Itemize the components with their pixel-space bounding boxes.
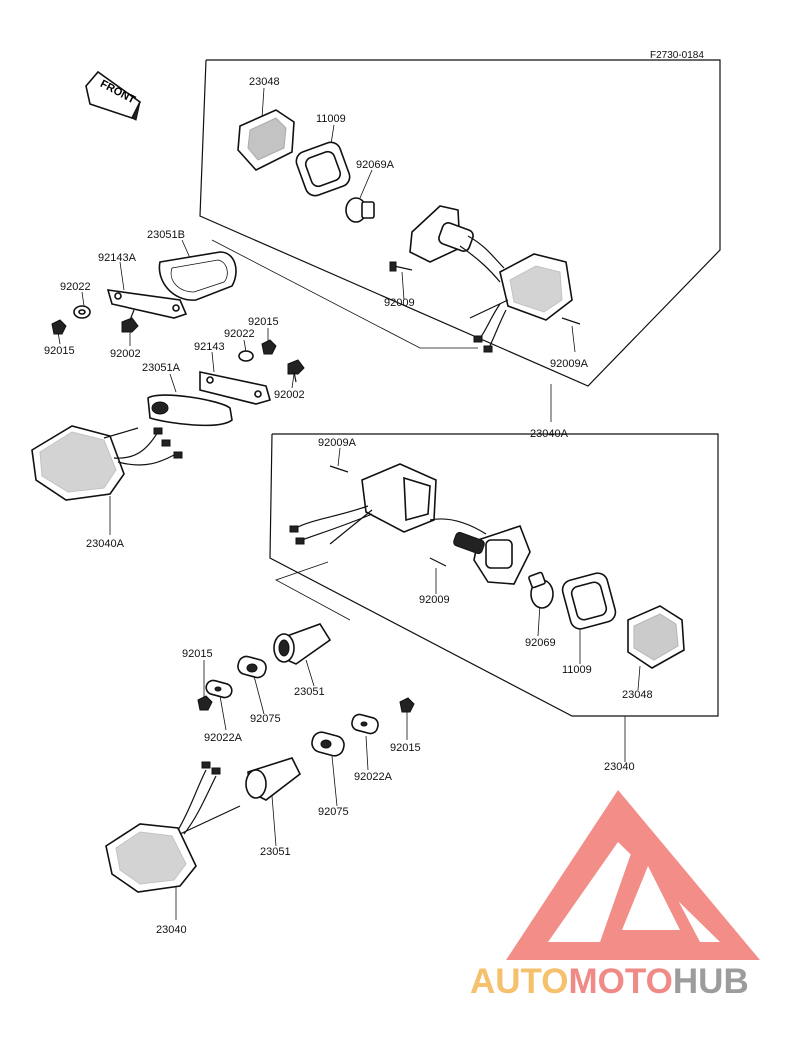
signal-body-23040-lower xyxy=(105,761,241,893)
nut-92015-mid xyxy=(261,339,277,355)
bracket-23051B xyxy=(158,251,237,301)
washer-92022A-upper xyxy=(205,679,233,699)
grommet-92075-upper xyxy=(237,655,267,679)
front-arrow-icon: FRONT xyxy=(85,70,142,121)
label-23051A: 23051A xyxy=(142,362,180,374)
leader-lines xyxy=(57,87,641,920)
label-23048-top: 23048 xyxy=(249,76,280,88)
label-23040-bottom: 23040 xyxy=(156,924,187,936)
alignment-line-lower xyxy=(275,561,351,621)
label-92002-left: 92002 xyxy=(110,348,141,360)
screw-92009A-upper xyxy=(561,317,581,325)
label-92009-top: 92009 xyxy=(384,297,415,309)
label-92075-lower: 92075 xyxy=(318,806,349,818)
gasket-11009-upper xyxy=(295,141,351,197)
grommet-92075-lower xyxy=(311,731,345,757)
watermark-auto: AUTO xyxy=(470,962,569,1001)
label-23040A-left: 23040A xyxy=(86,538,124,550)
signal-body-23040A-left xyxy=(31,425,183,501)
screw-92009-mid xyxy=(429,557,447,567)
label-23040-right: 23040 xyxy=(604,761,635,773)
sleeve-23051-upper xyxy=(273,623,332,665)
label-92015-lower-right: 92015 xyxy=(390,742,421,754)
nut-92015-lower-right xyxy=(399,697,415,713)
screw-92009A-mid xyxy=(329,465,349,473)
label-11009-top: 11009 xyxy=(316,113,346,125)
bulb-92069 xyxy=(528,571,554,609)
label-23051-lower: 23051 xyxy=(260,846,291,858)
washer-92022A-lower xyxy=(351,713,379,735)
watermark-moto: MOTO xyxy=(568,962,673,1001)
label-92069: 92069 xyxy=(525,637,556,649)
label-92143A: 92143A xyxy=(98,252,136,264)
label-92143: 92143 xyxy=(194,341,225,353)
signal-housing-mid xyxy=(453,524,531,585)
label-92022-mid: 92022 xyxy=(224,328,255,340)
label-92069A: 92069A xyxy=(356,159,394,171)
label-23040A-right: 23040A xyxy=(530,428,568,440)
label-92015-mid: 92015 xyxy=(248,316,279,328)
signal-housing-upper xyxy=(409,205,505,283)
bolt-92002-mid xyxy=(287,359,305,383)
label-11009-mid: 11009 xyxy=(562,664,592,676)
lens-23048-upper xyxy=(237,109,295,171)
lens-23048-mid xyxy=(627,605,685,669)
nut-92015-lower-left xyxy=(197,695,213,711)
label-92009A-top: 92009A xyxy=(550,358,588,370)
label-23051B: 23051B xyxy=(147,229,185,241)
gasket-11009-mid xyxy=(561,572,617,630)
label-23048-mid: 23048 xyxy=(622,689,653,701)
bracket-23051A xyxy=(147,394,233,427)
label-92009A-mid: 92009A xyxy=(318,437,356,449)
automotohub-logo-icon xyxy=(506,790,760,960)
screw-92009-upper xyxy=(389,261,413,272)
plate-92143A xyxy=(106,289,188,319)
signal-body-23040A-right xyxy=(469,253,573,353)
plate-92143 xyxy=(199,371,271,405)
assembly-box-23040A xyxy=(199,59,721,387)
watermark-hub: HUB xyxy=(672,962,749,1001)
drawing-code: F2730-0184 xyxy=(650,50,704,61)
sleeve-23051-lower xyxy=(245,757,302,801)
bulb-92069A xyxy=(345,197,375,223)
assembly-box-23040 xyxy=(269,433,719,717)
signal-body-23040-mid xyxy=(289,463,487,545)
label-23051-upper: 23051 xyxy=(294,686,325,698)
label-92022A-lower: 92022A xyxy=(354,771,392,783)
nut-92015-left xyxy=(51,319,67,335)
alignment-line-upper xyxy=(211,239,478,349)
label-92022-left: 92022 xyxy=(60,281,91,293)
washer-92022-mid xyxy=(238,350,254,362)
washer-92022-left xyxy=(73,305,91,319)
automotohub-watermark: AUTOMOTOHUB xyxy=(470,962,749,1002)
label-92002-mid: 92002 xyxy=(274,389,305,401)
label-92015-lower-left: 92015 xyxy=(182,648,213,660)
label-92022A-upper: 92022A xyxy=(204,732,242,744)
label-92075-upper: 92075 xyxy=(250,713,281,725)
label-92009-mid: 92009 xyxy=(419,594,450,606)
bolt-92002-left xyxy=(121,309,139,333)
label-92015-left: 92015 xyxy=(44,345,75,357)
